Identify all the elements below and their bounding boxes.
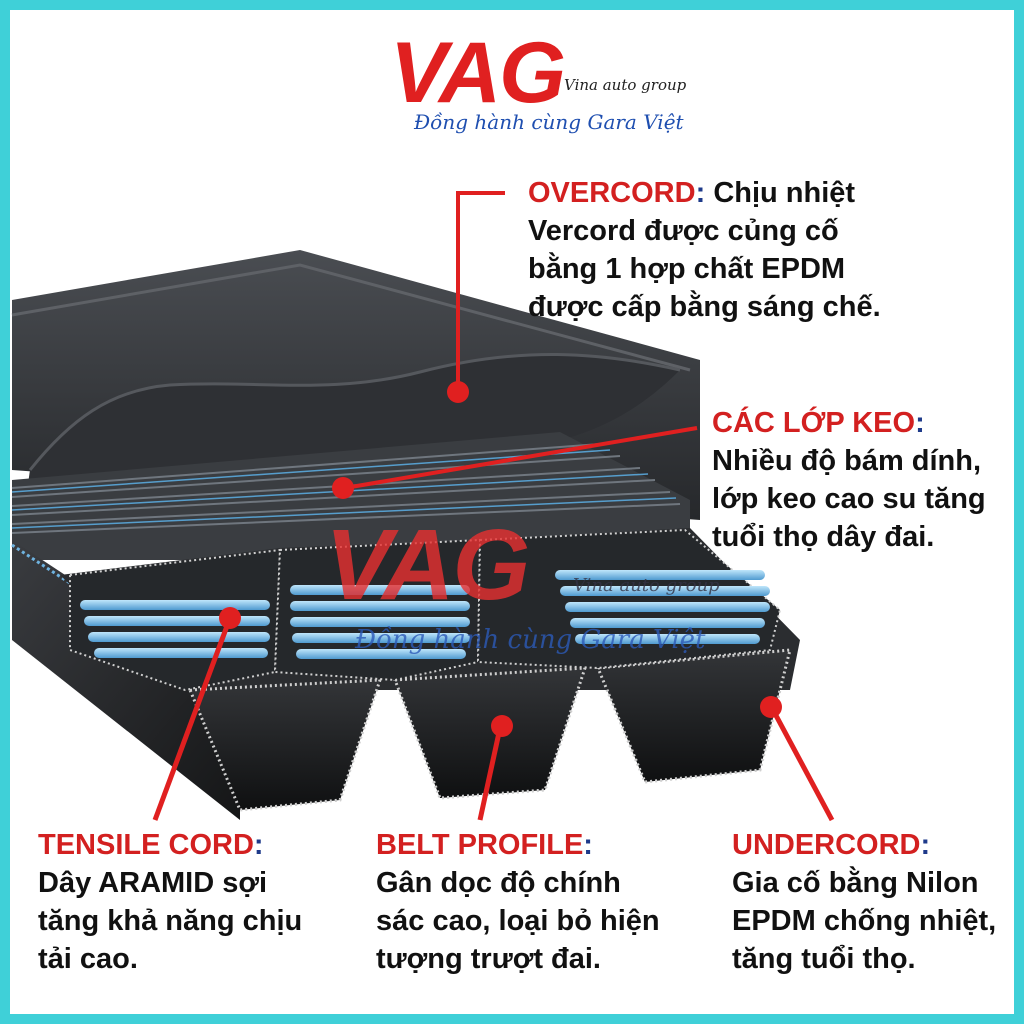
label-tensile-line-1: Dây ARAMID sợi (38, 867, 268, 899)
brand-logo: VAG Vina auto group Đồng hành cùng Gara … (390, 30, 690, 140)
label-undercord-colon: : (920, 829, 931, 861)
rib-profile-1 (187, 678, 383, 812)
callout-profile-dot (491, 715, 513, 737)
watermark-slogan: Đồng hành cùng Gara Việt (355, 625, 706, 655)
label-tensile-line-0: TENSILE CORD: (38, 826, 302, 864)
label-overcord-line-3: được cấp bằng sáng chế. (528, 291, 881, 323)
watermark-brand: VAG (325, 509, 530, 621)
logo-slogan: Đồng hành cùng Gara Việt (414, 110, 684, 134)
label-profile-line-0: BELT PROFILE: (376, 826, 660, 864)
rib-profile-2 (392, 666, 588, 800)
label-adhesive-title: CÁC LỚP KEO (712, 407, 916, 439)
label-profile-line-1: Gân dọc độ chính (376, 867, 621, 899)
overcord-flap-edge (28, 352, 681, 471)
callout-adhesive (344, 426, 698, 490)
callout-tensile-dot (219, 607, 241, 629)
label-adhesive: CÁC LỚP KEO: Nhiều độ bám dính, lớp keo … (712, 404, 986, 556)
label-undercord-line-0: UNDERCORD: (732, 826, 996, 864)
label-undercord-line-3: tăng tuổi thọ. (732, 943, 916, 975)
callout-overcord-dot (447, 381, 469, 403)
watermark-subtitle: Vina auto group (573, 575, 720, 596)
watermark-logo: VAG Vina auto group Đồng hành cùng Gara … (325, 515, 745, 685)
overcord-back-highlight (11, 263, 691, 372)
label-overcord-text-0: Chịu nhiệt (713, 177, 856, 209)
label-adhesive-line-1: Nhiều độ bám dính, (712, 445, 982, 477)
label-overcord-line-1: Vercord được củng cố (528, 215, 839, 247)
label-overcord-line-2: bằng 1 hợp chất EPDM (528, 253, 846, 285)
label-overcord-title: OVERCORD (528, 177, 696, 209)
rib-profile-3 (595, 648, 792, 784)
label-tensile-colon: : (253, 829, 264, 861)
logo-subtitle: Vina auto group (564, 76, 687, 94)
label-tensile-line-3: tải cao. (38, 943, 138, 975)
label-tensile: TENSILE CORD: Dây ARAMID sợi tăng khả nă… (38, 826, 302, 978)
label-overcord: OVERCORD: Chịu nhiệt Vercord được củng c… (528, 174, 881, 326)
label-tensile-line-2: tăng khả năng chịu (38, 905, 303, 937)
callout-adhesive-dot (332, 477, 354, 499)
logo-brand: VAG (390, 25, 566, 121)
label-profile-line-2: sác cao, loại bỏ hiện (376, 905, 660, 937)
label-undercord-line-2: EPDM chống nhiệt, (732, 905, 997, 937)
label-profile: BELT PROFILE: Gân dọc độ chính sác cao, … (376, 826, 660, 978)
label-overcord-colon: : (695, 177, 706, 209)
label-overcord-line-0: OVERCORD: Chịu nhiệt (528, 174, 881, 212)
callout-undercord (769, 706, 835, 822)
label-adhesive-line-2: lớp keo cao su tăng (712, 483, 986, 515)
label-tensile-title: TENSILE CORD (38, 829, 254, 861)
label-adhesive-line-3: tuổi thọ dây đai. (712, 521, 935, 553)
callout-profile (477, 727, 503, 821)
label-adhesive-colon: : (915, 407, 925, 439)
label-undercord-line-1: Gia cố bằng Nilon (732, 867, 979, 899)
tensile-cord-group-2 (273, 538, 482, 682)
label-profile-line-3: tượng trượt đai. (376, 943, 601, 975)
label-profile-colon: : (583, 829, 593, 861)
label-profile-title: BELT PROFILE (376, 829, 584, 861)
label-undercord: UNDERCORD: Gia cố bằng Nilon EPDM chống … (732, 826, 996, 978)
callout-undercord-dot (760, 696, 782, 718)
callout-tensile (152, 617, 233, 821)
label-adhesive-line-0: CÁC LỚP KEO: (712, 404, 986, 442)
callout-overcord (456, 191, 505, 390)
label-undercord-title: UNDERCORD (732, 829, 921, 861)
tensile-cord-group-3 (476, 528, 782, 670)
